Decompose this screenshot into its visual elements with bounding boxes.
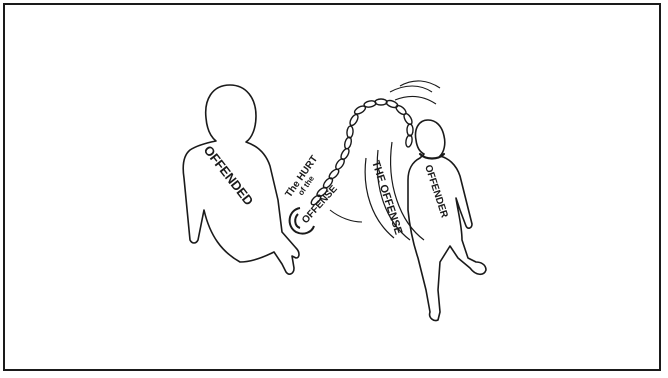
the-offense-label: THE OFFENSE bbox=[369, 159, 404, 236]
offender-label: OFFENDER bbox=[422, 164, 450, 220]
offended-label: OFFENDED bbox=[201, 143, 257, 209]
offender-figure bbox=[408, 120, 486, 321]
